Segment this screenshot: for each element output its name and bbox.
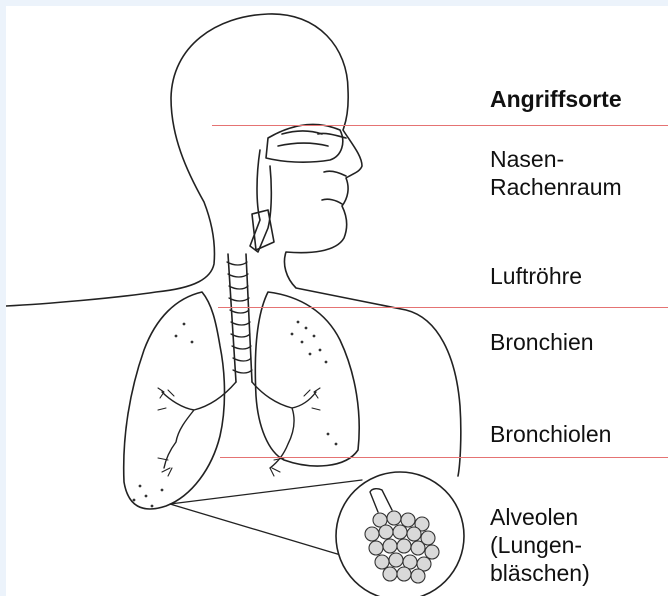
label-alveoli-line3: bläschen): [490, 559, 590, 587]
alveoli-speckles: [133, 321, 338, 508]
left-lung-outline: [255, 292, 359, 466]
separator-head: [212, 125, 668, 126]
label-trachea: Luftröhre: [490, 262, 582, 290]
trachea-outline: [228, 254, 252, 382]
label-bronchi: Bronchien: [490, 328, 594, 356]
label-nasen-line2: Rachenraum: [490, 173, 622, 201]
diagram-heading: Angriffsorte: [490, 85, 622, 113]
nasal-conchae: [278, 131, 328, 146]
magnifier-pointer-lines: [170, 480, 362, 556]
pharynx: [250, 150, 271, 252]
label-alveoli-line2: (Lungen-: [490, 531, 582, 559]
separator-bronchioles: [220, 457, 668, 458]
right-lung-outline: [124, 292, 225, 509]
label-alveoli-line1: Alveolen: [490, 503, 578, 531]
label-nasen-line1: Nasen-: [490, 145, 564, 173]
label-bronchioles: Bronchiolen: [490, 420, 611, 448]
bronchi-branches: [162, 382, 316, 468]
body-outline: [6, 14, 461, 476]
respiratory-diagram: Angriffsorte Nasen- Rachenraum Luftröhre…: [6, 6, 668, 596]
separator-trachea: [218, 307, 668, 308]
